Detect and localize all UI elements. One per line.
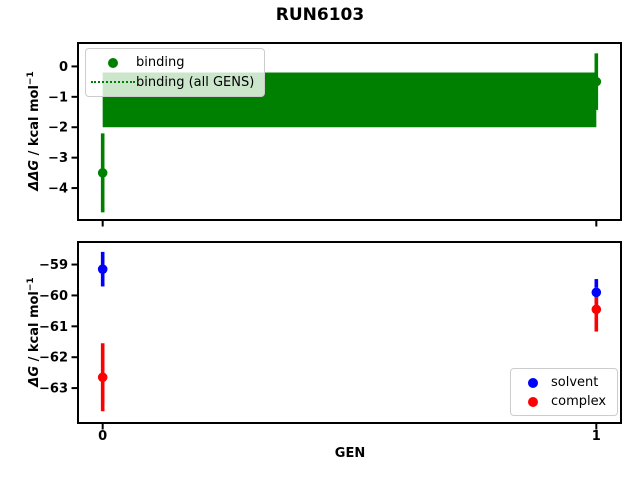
data-point <box>97 372 108 383</box>
data-point <box>591 287 602 298</box>
x-tick-label: 0 <box>98 429 107 444</box>
data-point <box>591 304 602 315</box>
binding-marker-icon <box>90 57 136 68</box>
y-tick-label: −63 <box>39 382 68 397</box>
axes-frame <box>77 241 622 424</box>
solvent-marker-icon <box>515 377 551 388</box>
y-tick-label: −3 <box>48 151 68 166</box>
top-y-axis-label-exponent: −1 <box>25 71 36 86</box>
y-tick-label: −61 <box>39 320 68 335</box>
bottom-y-axis-label-symbol: ΔG <box>27 365 43 387</box>
x-axis-label: GEN <box>334 446 366 461</box>
data-point <box>591 76 602 87</box>
legend-row-binding: binding <box>90 53 256 73</box>
legend-label-solvent: solvent <box>551 375 599 390</box>
legend-row-solvent: solvent <box>515 373 609 392</box>
data-point <box>97 168 108 178</box>
bottom-y-axis-label: ΔG / kcal mol−1 <box>26 277 42 386</box>
legend-label-binding-all-gens: binding (all GENS) <box>136 74 255 90</box>
figure-title: RUN6103 <box>275 5 365 25</box>
x-tick-label: 1 <box>592 429 601 444</box>
top-legend: binding binding (all GENS) <box>85 48 265 97</box>
bottom-y-axis-label-exponent: −1 <box>25 277 36 292</box>
data-point <box>97 264 108 274</box>
top-y-axis-label: ΔΔG / kcal mol−1 <box>26 71 42 190</box>
legend-label-binding: binding <box>136 55 185 71</box>
legend-label-complex: complex <box>551 394 607 409</box>
y-tick-label: −62 <box>39 351 68 366</box>
bottom-y-axis-label-units: / kcal mol <box>27 291 43 366</box>
y-tick-label: −1 <box>48 90 68 105</box>
y-tick-label: −4 <box>48 182 68 197</box>
complex-marker-icon <box>515 396 551 407</box>
y-tick-label: −59 <box>39 258 68 273</box>
y-tick-label: −2 <box>48 121 68 136</box>
top-y-axis-label-symbol: ΔΔG <box>27 159 43 191</box>
binding-all-gens-dotted-line-icon <box>90 81 136 84</box>
axes-frame <box>77 42 622 221</box>
y-tick-label: 0 <box>59 60 68 75</box>
top-y-axis-label-units: / kcal mol <box>27 85 43 160</box>
legend-row-complex: complex <box>515 392 609 411</box>
y-tick-label: −60 <box>39 289 68 304</box>
bottom-legend: solvent complex <box>510 368 618 416</box>
legend-row-binding-all-gens: binding (all GENS) <box>90 73 256 93</box>
